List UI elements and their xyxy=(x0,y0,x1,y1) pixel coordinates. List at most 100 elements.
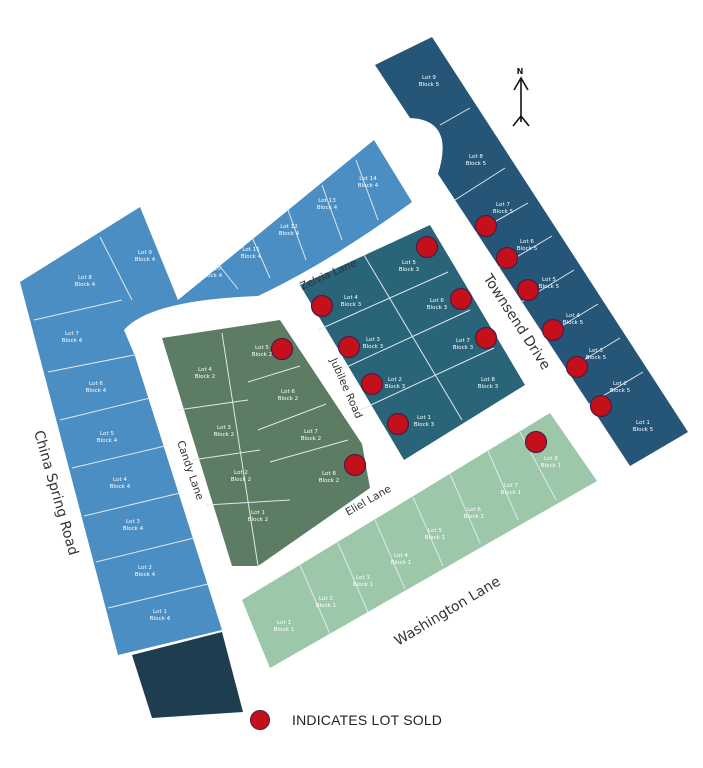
sold-marker-b5-l4 xyxy=(541,318,565,342)
sold-marker-b5-l5 xyxy=(516,278,540,302)
sold-marker-b3-l2 xyxy=(360,372,384,396)
sold-markers xyxy=(270,214,613,477)
legend: INDICATES LOT SOLD xyxy=(250,710,442,730)
sold-marker-b5-l3 xyxy=(565,355,589,379)
lot-number: Lot 4 xyxy=(113,477,127,483)
lot-block: Block 2 xyxy=(248,517,268,523)
lot-number: Lot 5 xyxy=(542,277,556,283)
sold-marker-b3-l6 xyxy=(449,287,473,311)
lot-block: Block 3 xyxy=(414,422,435,428)
north-label: N xyxy=(517,67,524,76)
lot-number: Lot 9 xyxy=(138,250,152,256)
lot-block: Block 3 xyxy=(453,345,474,351)
lot-block: Block 3 xyxy=(399,267,420,273)
lot-block: Block 4 xyxy=(123,526,144,532)
lot-block: Block 2 xyxy=(252,352,272,358)
lot-number: Lot 6 xyxy=(430,298,444,304)
lot-block: Block 4 xyxy=(97,438,118,444)
lot-block: Block 2 xyxy=(319,478,339,484)
lot-number: Lot 3 xyxy=(366,337,380,343)
lot-number: Lot 6 xyxy=(281,389,295,395)
lot-number: Lot 5 xyxy=(402,260,416,266)
lot-block: Block 2 xyxy=(231,477,251,483)
lot-number: Lot 4 xyxy=(394,553,408,559)
lot-block: Block 4 xyxy=(150,616,171,622)
lot-number: Lot 1 xyxy=(636,420,650,426)
lot-number: Lot 4 xyxy=(198,367,212,373)
lot-number: Lot 6 xyxy=(89,381,103,387)
lot-number: Lot 10 xyxy=(203,266,221,272)
lot-block: Block 3 xyxy=(363,344,384,350)
lot-block: Block 1 xyxy=(353,582,374,588)
sold-marker-b5-l2 xyxy=(589,394,613,418)
sold-marker-b2-l8 xyxy=(343,453,367,477)
block-3 xyxy=(300,225,525,460)
lot-block: Block 5 xyxy=(539,284,560,290)
lot-number: Lot 5 xyxy=(100,431,114,437)
lot-block: Block 5 xyxy=(517,246,538,252)
lot-block: Block 5 xyxy=(633,427,654,433)
sold-marker-b5-l6 xyxy=(495,246,519,270)
block-4-shape xyxy=(20,140,412,655)
sold-marker-b5-l7 xyxy=(474,214,498,238)
lot-number: Lot 11 xyxy=(242,247,260,253)
block-5-shape xyxy=(375,37,688,466)
sold-marker-b3-l3 xyxy=(337,335,361,359)
sold-marker-b3-l5 xyxy=(415,235,439,259)
lot-block: Block 4 xyxy=(62,338,83,344)
lot-block: Block 4 xyxy=(241,254,262,260)
lot-block: Block 5 xyxy=(586,355,607,361)
lot-number: Lot 7 xyxy=(65,331,79,337)
lot-block: Block 1 xyxy=(316,603,337,609)
lot-number: Lot 2 xyxy=(613,381,627,387)
